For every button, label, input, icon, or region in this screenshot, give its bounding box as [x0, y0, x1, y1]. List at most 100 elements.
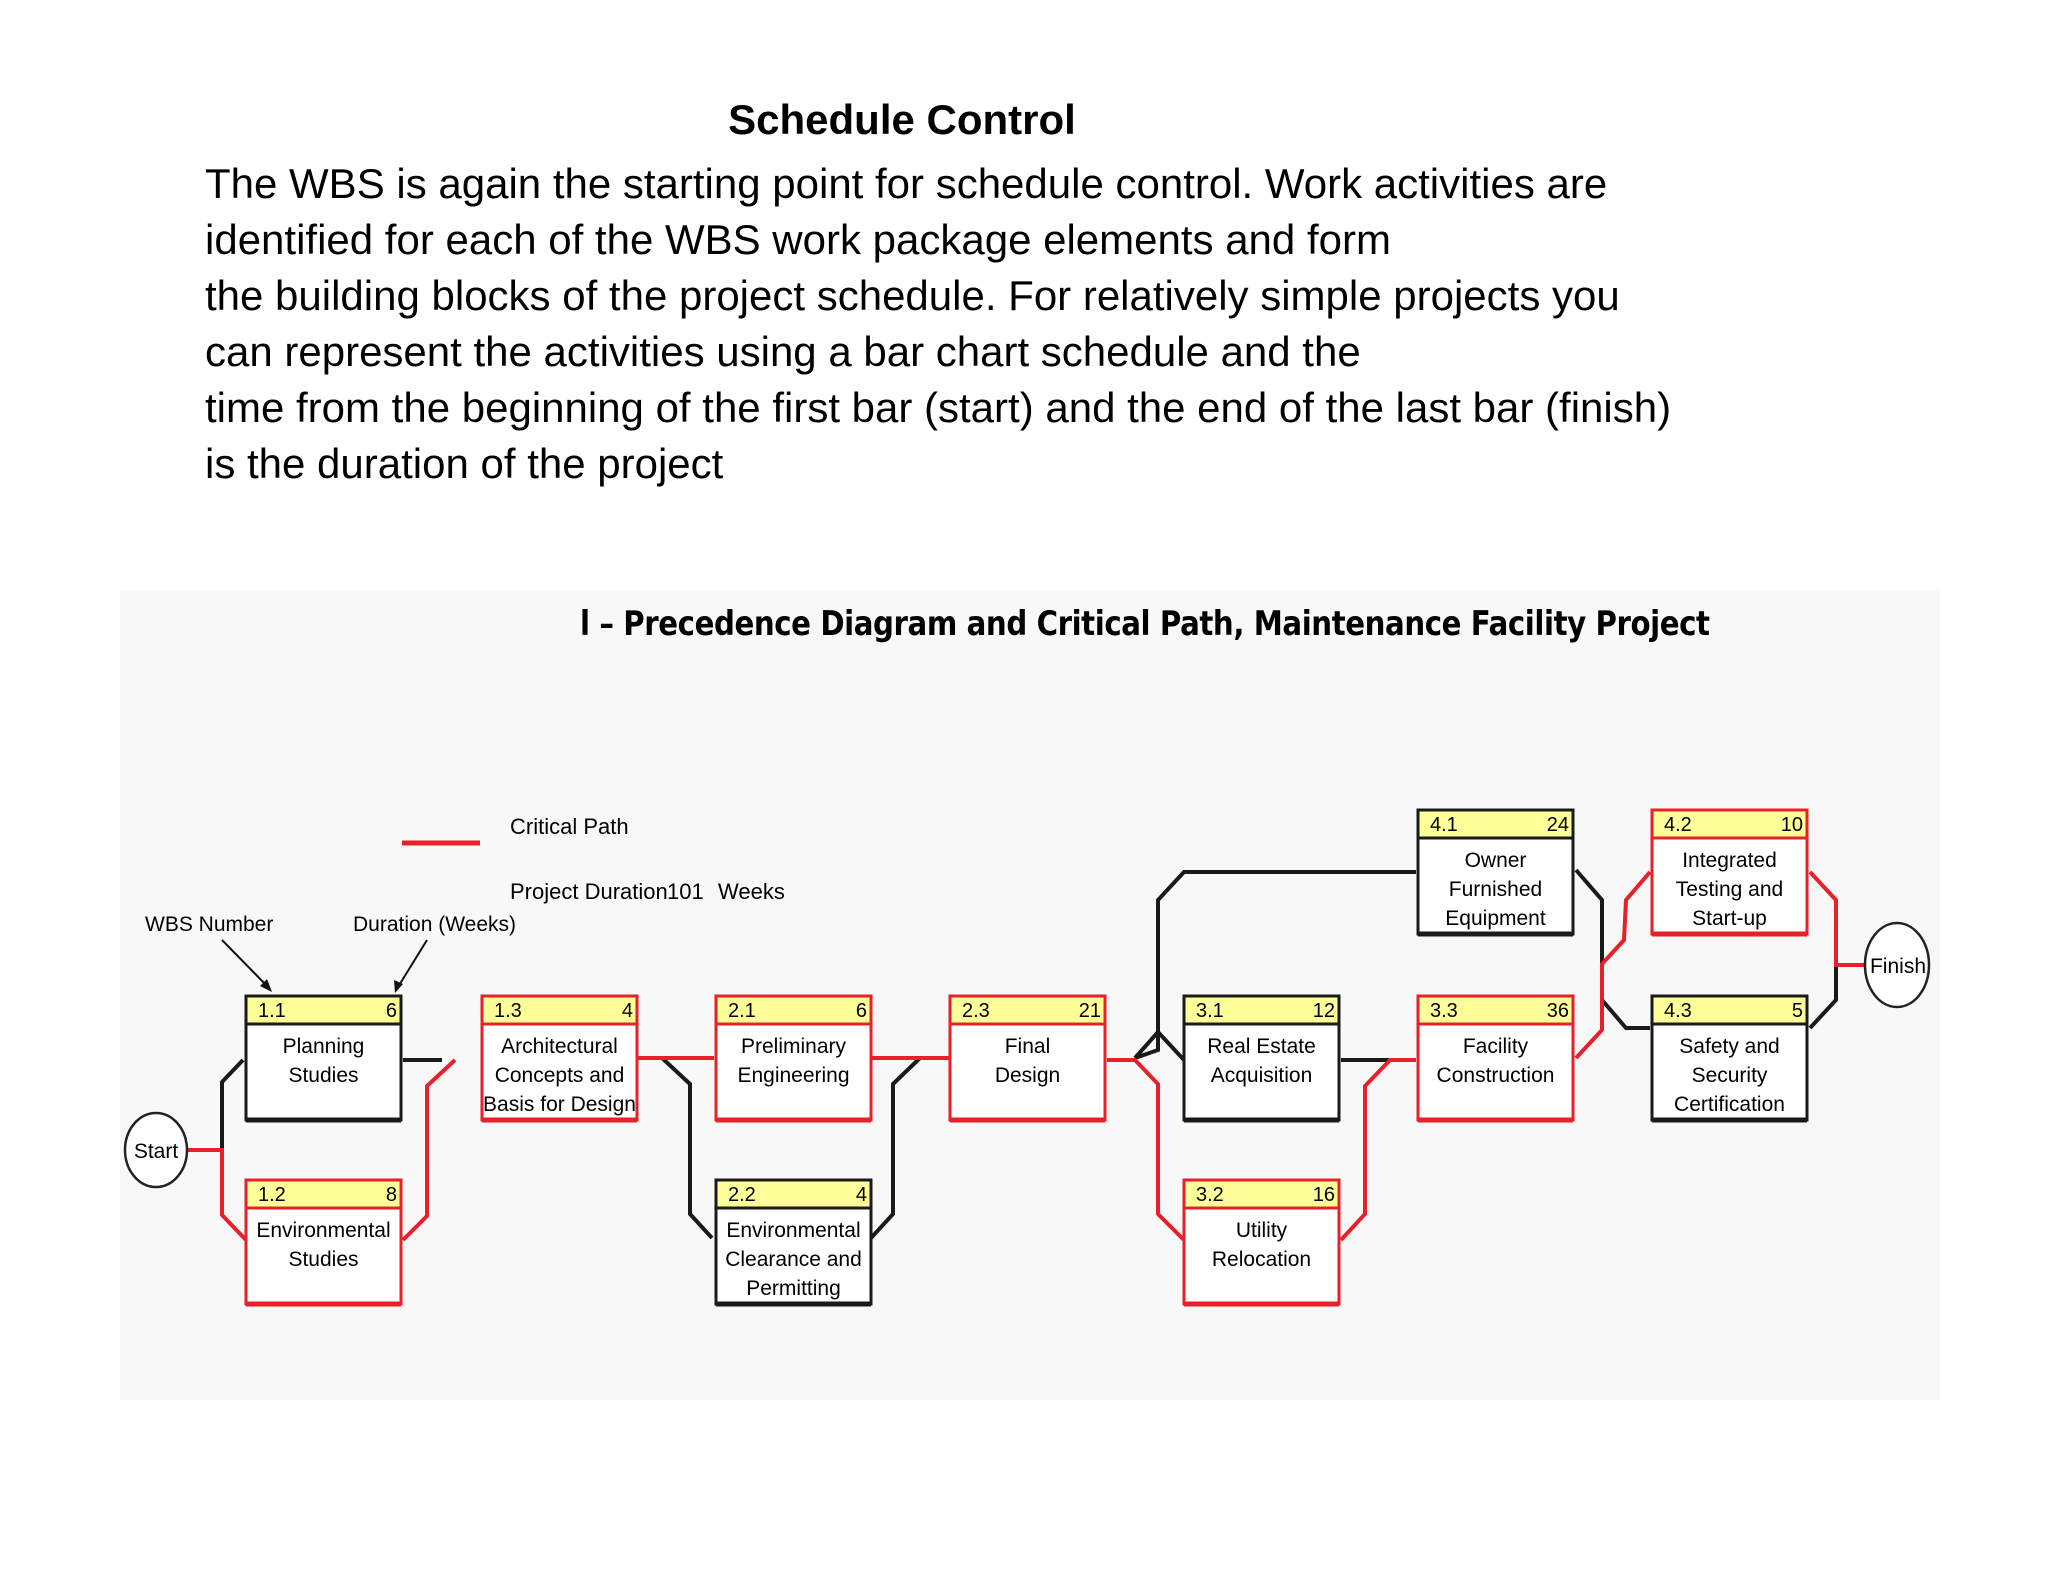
activity-wbs-number: 1.3 [494, 1000, 522, 1022]
page-heading: Schedule Control [728, 96, 1076, 143]
activity-name-line: Clearance and [725, 1248, 862, 1271]
connector-3.2-3.3 [1339, 1058, 1416, 1242]
activity-name-line: Utility [1236, 1219, 1288, 1242]
activity-header [714, 1178, 873, 1210]
connector-start-1.2 [188, 1148, 248, 1242]
activity-name-line: Furnished [1449, 878, 1542, 901]
activity-header [1650, 994, 1809, 1026]
activity-name-line: Security [1692, 1064, 1768, 1087]
connector-2.3-4.1 [1134, 870, 1416, 1060]
activity-duration: 21 [1079, 1000, 1101, 1022]
activity-duration: 4 [856, 1184, 867, 1206]
activity-name-line: Acquisition [1211, 1064, 1313, 1087]
activity-name-line: Relocation [1212, 1248, 1311, 1271]
activity-header [1650, 808, 1809, 840]
duration-pointer [397, 939, 428, 988]
duration-arrowhead [394, 980, 403, 993]
activity-wbs-number: 2.1 [728, 1000, 756, 1022]
connector-4.2-finish [1808, 870, 1864, 967]
critical-path-connectors [188, 870, 1864, 1242]
activity-duration: 16 [1313, 1184, 1335, 1206]
wbs-number-pointer [221, 939, 269, 988]
paragraph-line: identified for each of the WBS work pack… [205, 216, 1391, 263]
activity-header [244, 994, 403, 1026]
activity-header [1416, 994, 1575, 1026]
activity-duration: 12 [1313, 1000, 1335, 1022]
activity-duration: 5 [1792, 1000, 1803, 1022]
paragraph-line: time from the beginning of the first bar… [205, 384, 1672, 431]
activity-name-line: Equipment [1445, 907, 1546, 930]
start-label: Start [134, 1140, 179, 1163]
connector-3.3-4.2 [1574, 870, 1652, 1060]
activity-header [1182, 994, 1341, 1026]
activity-wbs-number: 4.3 [1664, 1000, 1692, 1022]
activity-name-line: Concepts and [495, 1064, 625, 1087]
activity-name-line: Real Estate [1207, 1035, 1316, 1058]
activity-duration: 8 [386, 1184, 397, 1206]
project-duration-label: Project Duration [510, 879, 668, 904]
activity-wbs-number: 4.1 [1430, 814, 1458, 836]
paragraph-line: is the duration of the project [205, 440, 724, 487]
activity-name-line: Owner [1465, 849, 1527, 872]
activity-header [1416, 808, 1575, 840]
activity-name-line: Environmental [256, 1219, 390, 1242]
activity-name-line: Studies [288, 1064, 358, 1087]
connector-1.2-1.3 [401, 1058, 457, 1242]
wbs-number-arrowhead [260, 979, 272, 992]
activity-name-line: Planning [283, 1035, 365, 1058]
activity-header [1182, 1178, 1341, 1210]
activity-wbs-number: 2.2 [728, 1184, 756, 1206]
activity-name-line: Testing and [1676, 878, 1783, 901]
critical-path-legend-label: Critical Path [510, 814, 629, 839]
activity-name-line: Integrated [1682, 849, 1777, 872]
paragraph-line: the building blocks of the project sched… [205, 272, 1620, 319]
connector-start-1.1 [188, 1058, 245, 1152]
paragraph-line: The WBS is again the starting point for … [205, 160, 1608, 207]
connector-2.2-2.3 [869, 1056, 922, 1240]
connector-4.3-finish [1808, 963, 1864, 1030]
activity-wbs-number: 3.2 [1196, 1184, 1224, 1206]
activity-duration: 10 [1781, 814, 1803, 836]
activity-header [948, 994, 1107, 1026]
activity-name-line: Final [1005, 1035, 1051, 1058]
activity-wbs-number: 3.3 [1430, 1000, 1458, 1022]
activity-duration: 4 [622, 1000, 633, 1022]
connector-4.1-4.3 [1574, 868, 1650, 1030]
activity-wbs-number: 1.2 [258, 1184, 286, 1206]
activity-name-line: Preliminary [741, 1035, 847, 1058]
activity-name-line: Construction [1437, 1064, 1555, 1087]
finish-label: Finish [1870, 955, 1926, 978]
activity-name-line: Certification [1674, 1093, 1785, 1116]
activity-name-line: Facility [1463, 1035, 1529, 1058]
project-duration-value: 101 [667, 879, 704, 904]
activity-name-line: Studies [288, 1248, 358, 1271]
connector-2.1-2.2 [660, 1056, 714, 1240]
activity-duration: 6 [856, 1000, 867, 1022]
activity-name-line: Architectural [501, 1035, 618, 1058]
activity-name-line: Design [995, 1064, 1060, 1087]
connector-2.3-3.2 [1107, 1058, 1186, 1242]
activity-name-line: Safety and [1679, 1035, 1779, 1058]
duration-label: Duration (Weeks) [353, 913, 516, 936]
project-duration-unit: Weeks [718, 879, 785, 904]
activity-duration: 36 [1547, 1000, 1569, 1022]
activity-name-line: Engineering [737, 1064, 849, 1087]
activity-wbs-number: 1.1 [258, 1000, 286, 1022]
activity-wbs-number: 4.2 [1664, 814, 1692, 836]
finish-node [1863, 921, 1931, 1009]
activity-wbs-number: 2.3 [962, 1000, 990, 1022]
activity-duration: 24 [1547, 814, 1569, 836]
activity-name-line: Basis for Design [483, 1093, 636, 1116]
